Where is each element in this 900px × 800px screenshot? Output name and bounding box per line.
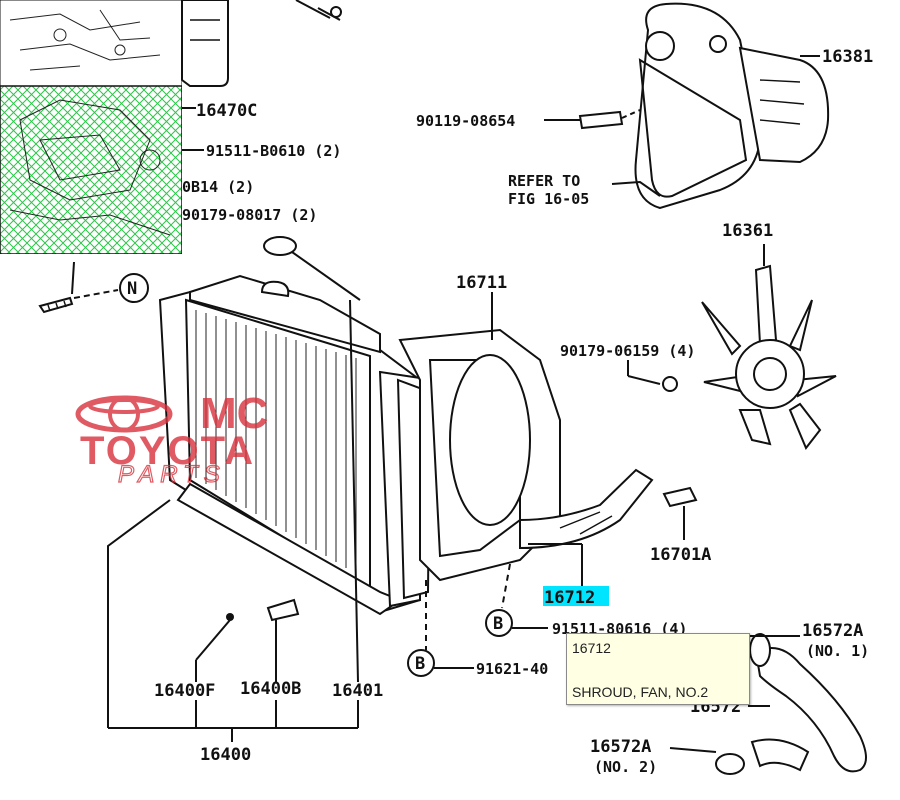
label-90119-08654: 90119-08654 [416, 112, 515, 130]
label-16470C: 16470C [196, 101, 257, 121]
label-16400F: 16400F [154, 681, 215, 701]
label-16572A-no2: 16572A [590, 737, 651, 757]
bolt-n [38, 261, 119, 314]
label-16400: 16400 [200, 745, 251, 765]
drain-parts [195, 299, 359, 683]
label-16400B: 16400B [240, 679, 301, 699]
bolt-90119 [544, 109, 641, 130]
toyota-watermark: MC TOYOTA PARTS [75, 389, 268, 489]
label-16361: 16361 [722, 221, 773, 241]
label-16701A: 16701A [650, 545, 711, 565]
marker-n[interactable]: N [119, 273, 149, 303]
label-91511-B0610: 91511-B0610 (2) [206, 142, 341, 160]
marker-b-1[interactable]: B [485, 609, 548, 637]
group-bracket-16400 [107, 499, 359, 742]
label-refer-to: REFER TO [508, 172, 580, 190]
svg-text:B: B [415, 654, 425, 674]
marker-b-2[interactable]: B [407, 649, 474, 677]
label-90179-08017: 90179-08017 (2) [182, 206, 317, 224]
svg-text:PARTS: PARTS [118, 461, 226, 488]
label-16401: 16401 [332, 681, 383, 701]
label-91621-40: 91621-40 [476, 660, 548, 678]
reservoir-tank [181, 0, 229, 87]
bolt-90179-06159 [627, 360, 678, 392]
svg-text:B: B [493, 614, 503, 634]
fan-clutch-16381 [634, 2, 830, 210]
top-clip [295, 0, 342, 21]
label-fig-16-05: FIG 16-05 [508, 190, 589, 208]
svg-text:MC: MC [200, 389, 268, 438]
highlighted-part-16712[interactable]: 16712 [543, 586, 609, 608]
label-16572A-no2-sub: (NO. 2) [594, 758, 657, 776]
label-90179-06159: 90179-06159 (4) [560, 342, 695, 360]
label-0B14: 0B14 (2) [182, 178, 254, 196]
inset-thumbnail[interactable] [0, 0, 182, 254]
label-16572A-no1: 16572A [802, 621, 863, 641]
svg-text:TOYOTA: TOYOTA [80, 429, 255, 473]
radiator-hose [669, 633, 867, 775]
label-16711: 16711 [456, 273, 507, 293]
part-tooltip: 16712 SHROUD, FAN, NO.2 [566, 633, 750, 705]
label-16572A-no1-sub: (NO. 1) [806, 642, 869, 660]
label-16381: 16381 [822, 47, 873, 67]
svg-text:N: N [127, 279, 137, 299]
tooltip-part-number: 16712 [572, 640, 611, 656]
clip-16701A [662, 486, 698, 540]
cooling-fan-16361 [701, 244, 837, 450]
svg-text:16712: 16712 [544, 588, 595, 608]
shroud-no2-16712[interactable] [519, 468, 654, 550]
tooltip-part-name: SHROUD, FAN, NO.2 [572, 684, 709, 700]
